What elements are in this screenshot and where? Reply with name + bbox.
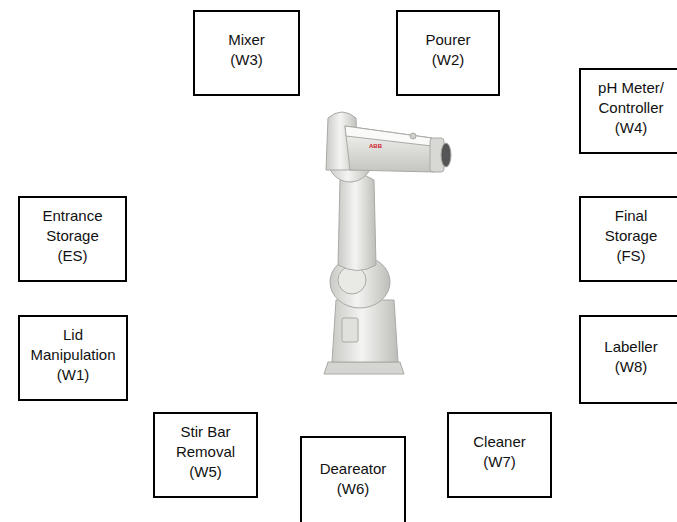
logo-text: ABB xyxy=(369,143,382,150)
station-box: Lid Manipulation (W1) xyxy=(18,315,128,401)
station-box: Deareator (W6) xyxy=(300,436,406,522)
station-box: Mixer (W3) xyxy=(193,10,300,96)
station-label: Final Storage (FS) xyxy=(595,206,667,266)
station-label: Entrance Storage (ES) xyxy=(37,206,109,266)
station-box: Cleaner (W7) xyxy=(447,412,552,498)
station-box: Labeller (W8) xyxy=(579,315,677,404)
station-box: Final Storage (FS) xyxy=(579,196,677,282)
station-box: Stir Bar Removal (W5) xyxy=(153,412,258,498)
station-label: Lid Manipulation (W1) xyxy=(24,325,122,385)
station-label: Cleaner (W7) xyxy=(468,432,532,472)
station-label: Pourer (W2) xyxy=(417,30,479,70)
station-box: Pourer (W2) xyxy=(396,10,500,96)
station-label: pH Meter/ Controller (W4) xyxy=(589,78,673,138)
station-box: Entrance Storage (ES) xyxy=(18,196,127,282)
station-label: Deareator (W6) xyxy=(313,459,393,499)
station-box: pH Meter/ Controller (W4) xyxy=(579,68,677,154)
station-label: Stir Bar Removal (W5) xyxy=(170,422,242,482)
station-label: Labeller (W8) xyxy=(594,337,668,377)
station-label: Mixer (W3) xyxy=(216,30,278,70)
robot-illustration xyxy=(324,112,451,374)
